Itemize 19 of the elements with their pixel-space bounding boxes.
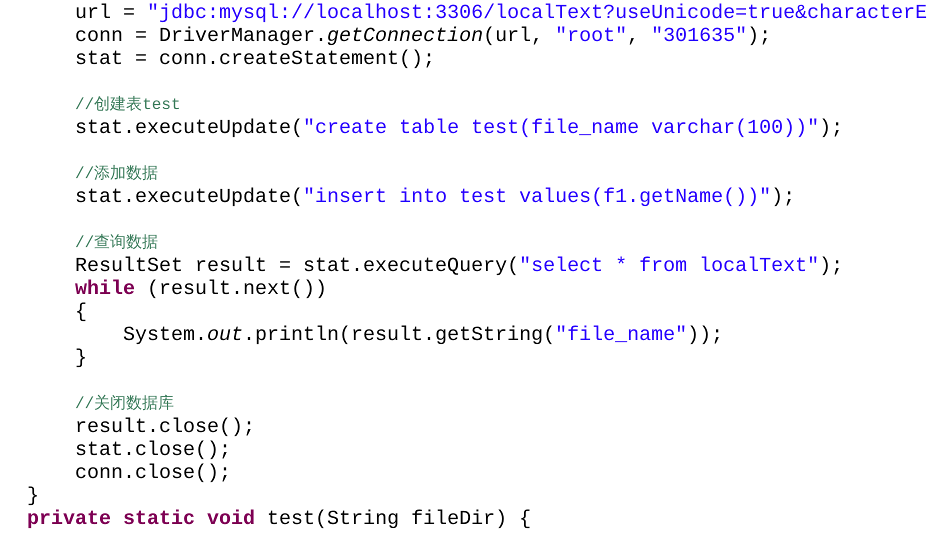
code-line: System.out.println(result.getString("file_name"));	[123, 324, 724, 347]
code-line: }	[75, 347, 88, 370]
code-line: conn = DriverManager.getConnection(url, "root", "301635");	[75, 25, 772, 48]
code-line: private static void test(String fileDir) {	[27, 508, 532, 531]
code-line: stat.executeUpdate("create table test(file_name varchar(100))");	[75, 117, 844, 140]
code-line: while (result.next())	[75, 278, 328, 301]
code-line: ResultSet result = stat.executeQuery("select * from localText");	[75, 255, 844, 278]
code-line: {	[75, 301, 88, 324]
code-line: result.close();	[75, 416, 256, 439]
code-line: url = "jdbc:mysql://localhost:3306/localText?useUnicode=true&characterE	[75, 2, 928, 25]
code-line: conn.close();	[75, 462, 232, 485]
code-comment: //查询数据	[75, 232, 158, 254]
code-comment: //创建表test	[75, 94, 181, 116]
code-comment: //添加数据	[75, 164, 158, 185]
code-comment: //关闭数据库	[75, 394, 174, 415]
code-line: }	[27, 485, 40, 508]
code-line: stat.executeUpdate("insert into test values(f1.getName())");	[75, 186, 796, 209]
code-line: stat = conn.createStatement();	[75, 48, 436, 71]
code-line: stat.close();	[75, 439, 232, 462]
